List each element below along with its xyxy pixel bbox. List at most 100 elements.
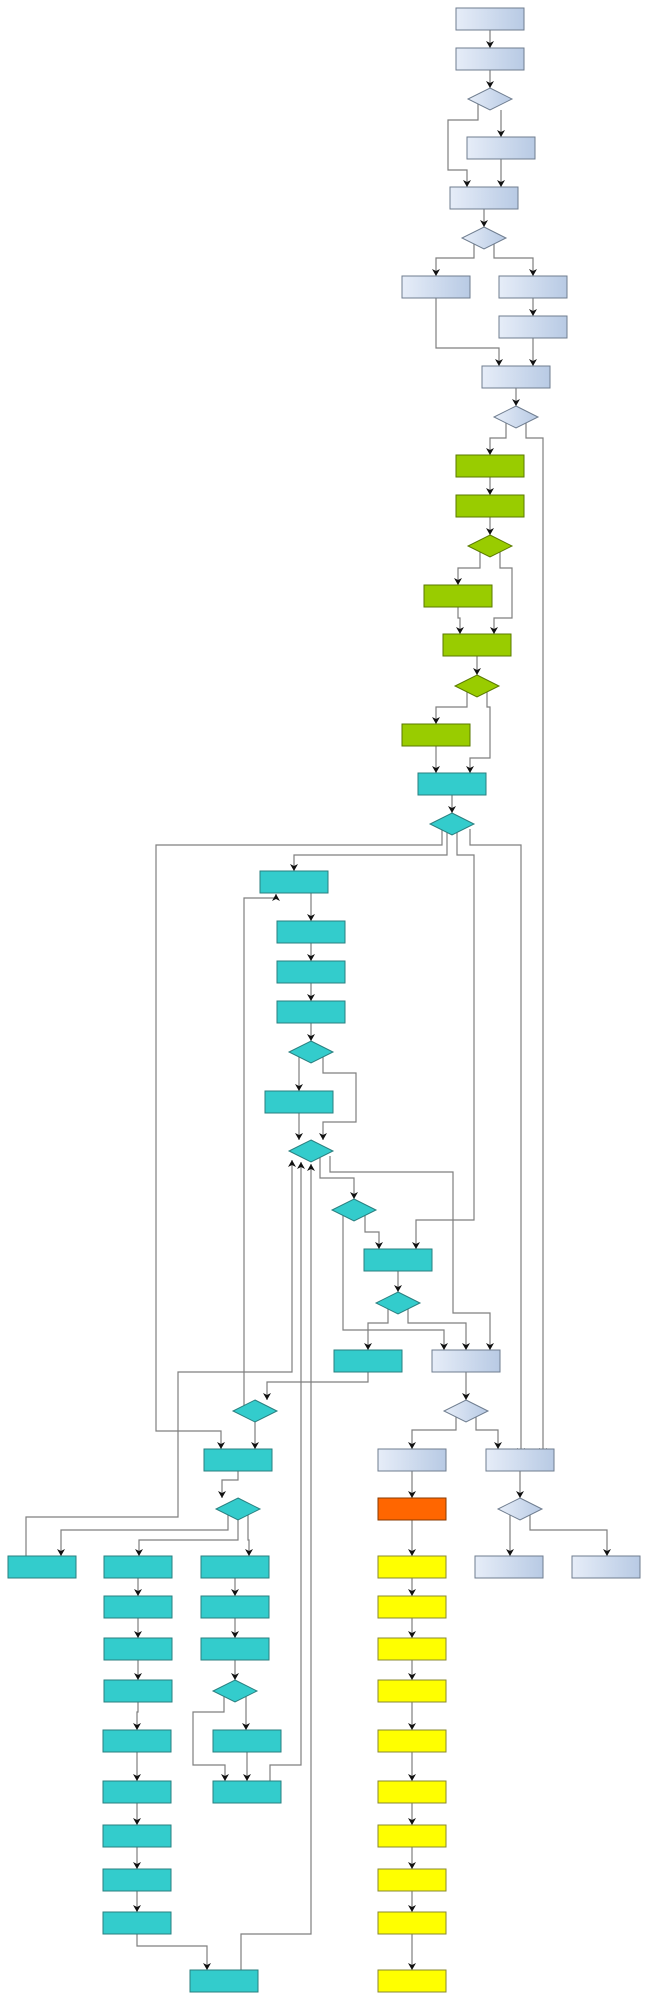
process-node-t9[interactable] <box>203 1448 273 1472</box>
connector-83 <box>240 1164 315 1970</box>
process-node-t18[interactable] <box>102 1729 172 1753</box>
process-node-t23[interactable] <box>102 1868 172 1892</box>
process-node-t22[interactable] <box>102 1824 172 1848</box>
connector-12 <box>486 422 507 455</box>
decision-node-td4[interactable] <box>330 1198 378 1222</box>
decision-node-bd5[interactable] <box>496 1497 544 1521</box>
connector-21 <box>466 691 491 773</box>
decision-node-td1[interactable] <box>428 812 476 836</box>
process-node-t12[interactable] <box>200 1555 270 1579</box>
connector-43 <box>263 1372 369 1400</box>
connector-47 <box>475 1416 502 1449</box>
process-node-t13[interactable] <box>103 1595 173 1619</box>
process-node-t3[interactable] <box>276 920 346 944</box>
process-node-b3[interactable] <box>466 136 536 160</box>
decision-node-td5[interactable] <box>374 1291 422 1315</box>
process-node-y3[interactable] <box>377 1637 447 1661</box>
connector-38 <box>364 1215 383 1249</box>
connector-79 <box>136 1934 211 1970</box>
connector-7 <box>493 243 537 276</box>
process-node-b9[interactable] <box>431 1349 501 1373</box>
process-node-t15[interactable] <box>103 1637 173 1661</box>
process-node-t7[interactable] <box>363 1248 433 1272</box>
connector-13 <box>525 422 547 1455</box>
process-node-b7[interactable] <box>498 315 568 339</box>
connector-9 <box>435 298 503 366</box>
connector-27 <box>469 829 525 1455</box>
connector-41 <box>407 1308 470 1350</box>
process-node-g5[interactable] <box>401 723 471 747</box>
process-node-y10[interactable] <box>377 1969 447 1993</box>
process-node-b6[interactable] <box>498 275 568 299</box>
process-node-t8[interactable] <box>333 1349 403 1373</box>
process-node-t25[interactable] <box>189 1969 259 1993</box>
process-node-t10[interactable] <box>7 1555 77 1579</box>
process-node-b13[interactable] <box>571 1555 641 1579</box>
process-node-t14[interactable] <box>200 1595 270 1619</box>
process-node-b4[interactable] <box>449 186 519 210</box>
connector-45 <box>243 894 280 1406</box>
decision-node-bd2[interactable] <box>460 226 508 250</box>
process-node-y5[interactable] <box>377 1729 447 1753</box>
process-node-t6[interactable] <box>264 1090 334 1114</box>
connector-52 <box>135 1520 239 1556</box>
connector-40 <box>364 1308 389 1350</box>
process-node-y4[interactable] <box>377 1679 447 1703</box>
process-node-t1[interactable] <box>417 772 487 796</box>
connector-25 <box>290 830 448 871</box>
connector-68 <box>192 1696 229 1781</box>
process-node-t19[interactable] <box>212 1729 282 1753</box>
decision-node-bd3[interactable] <box>492 405 540 429</box>
connector-3 <box>447 104 479 187</box>
process-node-o1[interactable] <box>377 1497 447 1521</box>
connector-48 <box>218 1471 239 1498</box>
process-node-y1[interactable] <box>377 1555 447 1579</box>
connector-46 <box>408 1416 457 1449</box>
decision-node-td3[interactable] <box>287 1139 335 1163</box>
connector-18 <box>456 607 464 634</box>
connector-6 <box>432 243 475 276</box>
connector-82 <box>269 1162 305 1781</box>
process-node-y7[interactable] <box>377 1824 447 1848</box>
process-node-g3[interactable] <box>423 584 493 608</box>
decision-node-td7[interactable] <box>214 1497 262 1521</box>
process-node-t5[interactable] <box>276 1000 346 1024</box>
connector-17 <box>490 551 513 634</box>
decision-node-bd4[interactable] <box>442 1399 490 1423</box>
process-node-g2[interactable] <box>455 494 525 518</box>
process-node-t24[interactable] <box>102 1911 172 1935</box>
decision-node-td8[interactable] <box>211 1679 259 1703</box>
node-layer <box>7 7 641 1993</box>
process-node-y8[interactable] <box>377 1868 447 1892</box>
connector-56 <box>529 1514 611 1556</box>
decision-node-td2[interactable] <box>287 1040 335 1064</box>
process-node-b8[interactable] <box>481 365 551 389</box>
process-node-b11[interactable] <box>485 1448 555 1472</box>
decision-node-td6[interactable] <box>231 1399 279 1423</box>
process-node-b12[interactable] <box>474 1555 544 1579</box>
process-node-y6[interactable] <box>377 1780 447 1804</box>
connector-35 <box>319 1157 358 1199</box>
decision-node-bd1[interactable] <box>466 87 514 111</box>
process-node-t11[interactable] <box>103 1555 173 1579</box>
process-node-g1[interactable] <box>455 454 525 478</box>
process-node-t17[interactable] <box>103 1679 173 1703</box>
process-node-b5[interactable] <box>401 275 471 299</box>
process-node-b2[interactable] <box>455 47 525 71</box>
process-node-b1[interactable] <box>455 7 525 31</box>
decision-node-gd1[interactable] <box>466 534 514 558</box>
process-node-t16[interactable] <box>200 1637 270 1661</box>
connector-53 <box>245 1514 253 1556</box>
process-node-t21[interactable] <box>212 1780 282 1804</box>
process-node-g4[interactable] <box>442 633 512 657</box>
process-node-b10[interactable] <box>377 1448 447 1472</box>
decision-node-gd2[interactable] <box>453 674 501 698</box>
process-node-t2[interactable] <box>259 870 329 894</box>
process-node-y9[interactable] <box>377 1911 447 1935</box>
process-node-y2[interactable] <box>377 1595 447 1619</box>
process-node-t4[interactable] <box>276 960 346 984</box>
process-node-t20[interactable] <box>102 1780 172 1804</box>
connector-36 <box>329 1156 494 1350</box>
connector-33 <box>319 1057 357 1140</box>
